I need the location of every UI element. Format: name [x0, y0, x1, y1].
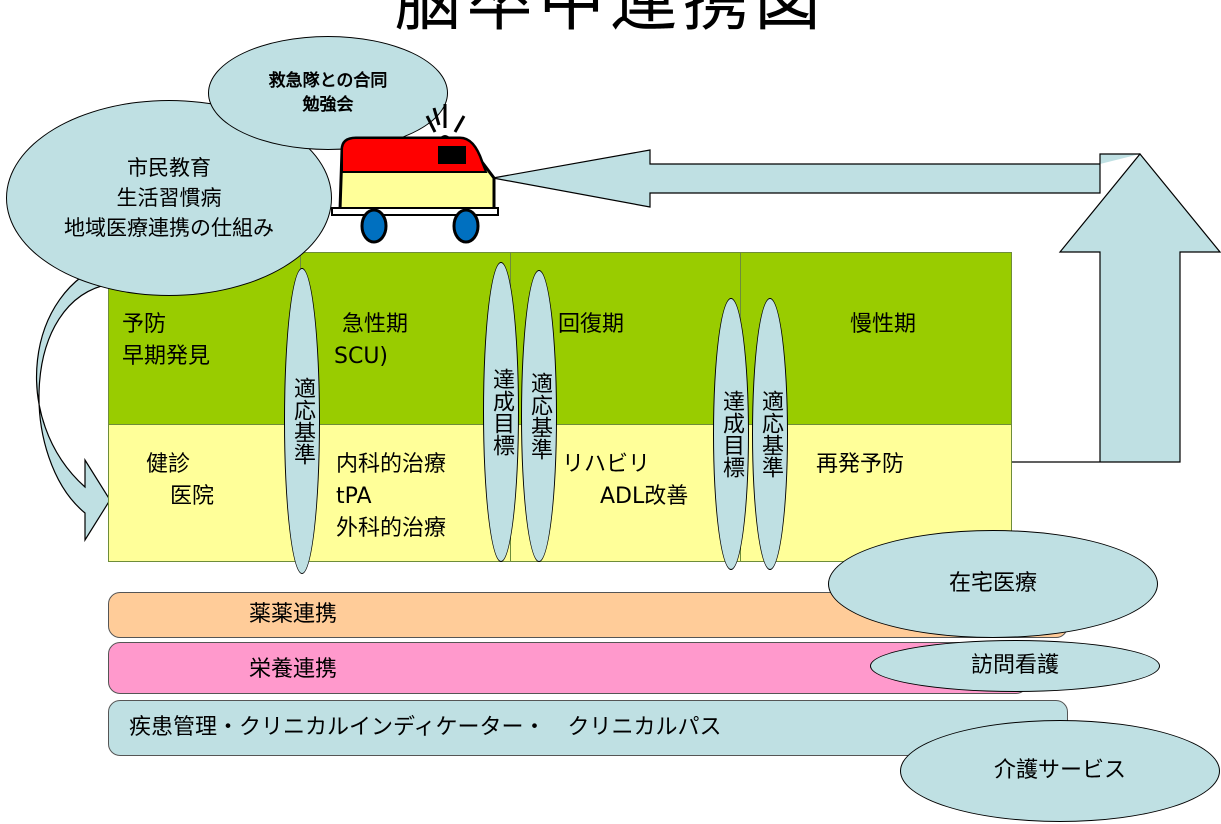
rehab-label-1: リハビリ	[562, 452, 651, 477]
phase-prevention-label-2: 早期発見	[122, 344, 211, 369]
wheel-front	[452, 208, 480, 244]
marker-goal-1-label: 達成目標	[489, 368, 514, 456]
acute-treat-label-2: tPA	[336, 484, 372, 509]
band-management: 疾患管理・クリニカルインディケーター・ クリニカルパス	[108, 700, 1068, 756]
marker-criteria-2: 適応基準	[521, 270, 557, 562]
phase-recovery-label: 回復期	[558, 312, 625, 337]
education-line-3: 地域医療連携の仕組み	[64, 216, 274, 240]
ellipse-home-care: 在宅医療	[828, 530, 1158, 638]
ambulance-icon	[331, 104, 499, 244]
marker-criteria-1: 適応基準	[284, 268, 320, 574]
bubble-education: 市民教育 生活習慣病 地域医療連携の仕組み	[6, 100, 332, 296]
marker-criteria-1-label: 適応基準	[290, 377, 315, 465]
ambulance-study-line-2: 勉強会	[302, 95, 354, 115]
visit-nursing-label: 訪問看護	[970, 653, 1059, 678]
cell-acute-treatment	[300, 424, 512, 562]
marker-criteria-3-label: 適応基準	[758, 390, 783, 478]
home-care-label: 在宅医療	[948, 571, 1037, 596]
checkup-label-1: 健診	[146, 452, 191, 477]
education-line-1: 市民教育	[127, 156, 211, 180]
curved-arrow	[35, 261, 111, 543]
rehab-label-2: ADL改善	[600, 484, 689, 509]
marker-goal-2: 達成目標	[713, 298, 749, 570]
diagram-title: 脳卒中連携図	[394, 0, 827, 40]
checkup-label-2: 医院	[170, 484, 215, 509]
phase-acute-label: 急性期	[342, 312, 409, 337]
wheel-rear	[360, 208, 388, 244]
cell-checkup	[108, 424, 302, 562]
band-management-label: 疾患管理・クリニカルインディケーター・ クリニカルパス	[129, 715, 722, 740]
phase-prevention-label-1: 予防	[122, 312, 167, 337]
marker-criteria-2-label: 適応基準	[527, 372, 552, 460]
marker-goal-1: 達成目標	[483, 262, 519, 562]
acute-treat-label-3: 外科的治療	[336, 516, 447, 541]
marker-goal-2-label: 達成目標	[719, 390, 744, 478]
education-line-2: 生活習慣病	[116, 186, 222, 210]
phase-chronic-label: 慢性期	[850, 312, 917, 337]
phase-acute-sub-label: SCU)	[334, 344, 389, 369]
ambulance-bumper	[331, 207, 499, 216]
top-arrow	[492, 149, 1140, 208]
ellipse-visit-nursing: 訪問看護	[870, 640, 1160, 692]
ellipse-care-service: 介護サービス	[900, 720, 1220, 822]
return-arrow	[1000, 153, 1221, 463]
siren-ray-right	[453, 115, 466, 133]
band-pharmacy-label: 薬薬連携	[249, 602, 338, 627]
bubble-ambulance-study: 救急隊との合同 勉強会	[208, 36, 448, 150]
care-service-label: 介護サービス	[993, 758, 1126, 783]
band-nutrition-label: 栄養連携	[249, 657, 338, 682]
siren-ray-left	[425, 115, 437, 133]
acute-treat-label-1: 内科的治療	[336, 452, 447, 477]
siren-ray-far-left	[432, 107, 441, 126]
ambulance-window	[438, 146, 466, 164]
ambulance-study-line-1: 救急隊との合同	[268, 71, 388, 91]
marker-criteria-3: 適応基準	[752, 298, 788, 570]
relapse-label: 再発予防	[816, 452, 905, 477]
